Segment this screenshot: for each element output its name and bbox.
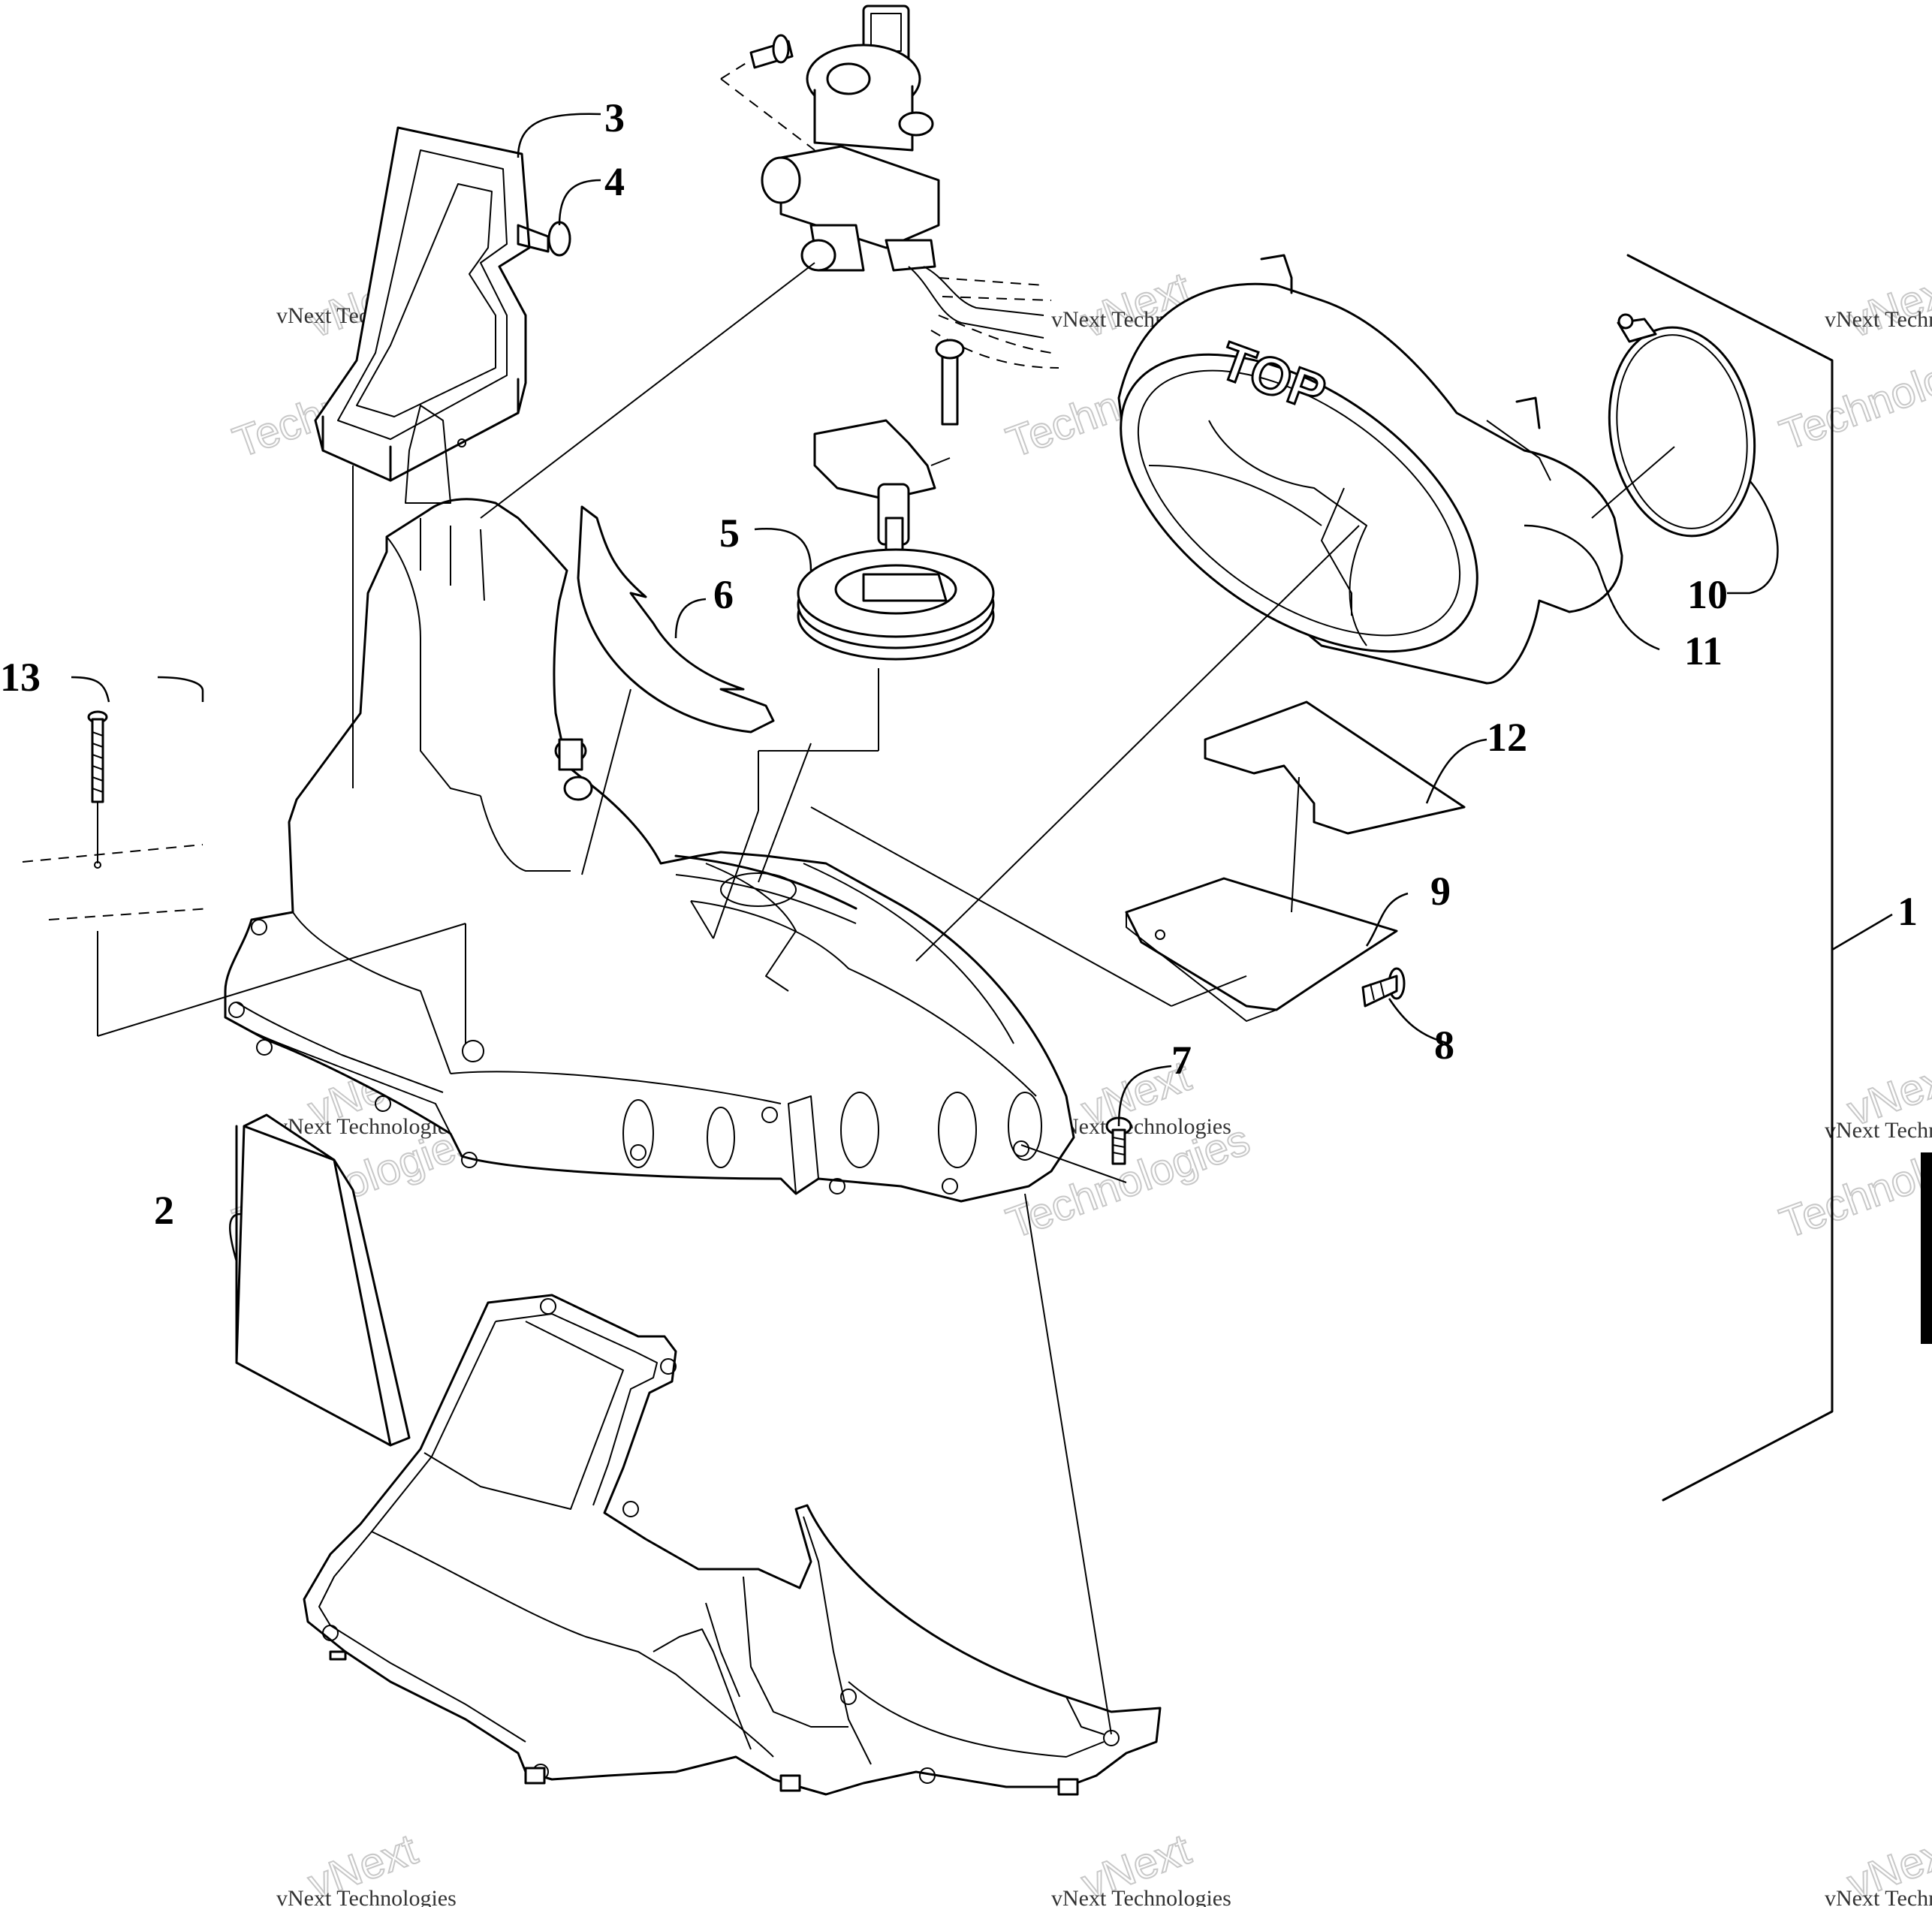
callout-3: 3 [604, 95, 625, 140]
watermark-caption: vNext Technologies [1825, 1886, 1932, 1907]
bracket-plate-part [1125, 877, 1398, 1022]
callout-7: 7 [1171, 1038, 1192, 1083]
callout-leaders [71, 113, 1779, 1262]
screw-part-4 [517, 221, 571, 257]
solenoid-valve-part [720, 5, 1059, 369]
assembly-bracket [1626, 254, 1893, 1502]
callout-8: 8 [1434, 1023, 1454, 1068]
watermark-small: vNext [1841, 263, 1932, 347]
lower-housing-part [303, 1294, 1162, 1796]
assembly-lines [97, 262, 1675, 1735]
callout-11: 11 [1684, 628, 1723, 673]
screw-part-8 [1361, 967, 1406, 1008]
watermark-caption: vNext Technologies [276, 1886, 457, 1907]
callout-10: 10 [1687, 572, 1728, 617]
callout-12: 12 [1487, 715, 1527, 760]
gasket-pad-part [1204, 700, 1466, 835]
callout-labels: 3 4 5 6 13 2 7 8 9 12 11 10 1 [0, 95, 1918, 1233]
callout-2: 2 [154, 1188, 174, 1233]
intake-boot-part: TOP [1117, 254, 1623, 685]
callout-6: 6 [713, 572, 734, 617]
foam-seal-part [577, 505, 775, 734]
sensor-grommet-part [797, 339, 995, 661]
page-edge-tab [1921, 1152, 1932, 1344]
watermark: vNext vNext Technologies [1051, 1824, 1231, 1907]
watermark-large: Technologies [1774, 327, 1932, 459]
intake-cover-part [314, 126, 531, 482]
callout-9: 9 [1430, 869, 1451, 914]
callout-5: 5 [719, 511, 740, 556]
watermark: vNext vNext Technologies [1825, 1824, 1932, 1907]
watermark: vNext vNext Technologies [276, 1824, 457, 1907]
watermark-caption: vNext Technologies [1051, 1114, 1231, 1139]
callout-1: 1 [1897, 889, 1918, 934]
upper-housing-part [224, 405, 1075, 1203]
callout-4: 4 [604, 159, 625, 204]
filter-block-part [235, 1113, 411, 1447]
watermark: vNext Technologies vNext Technologies [1773, 262, 1932, 460]
watermark-caption: vNext Technologies [1825, 1118, 1932, 1143]
long-screw-part [22, 710, 211, 920]
hose-clamp-part [1608, 313, 1756, 538]
watermark: vNext Technologies vNext Technologies [1773, 1050, 1932, 1249]
watermark-caption: vNext Technologies [1051, 1886, 1231, 1907]
callout-13: 13 [0, 655, 41, 700]
watermark-caption: vNext Technologies [1825, 307, 1932, 332]
